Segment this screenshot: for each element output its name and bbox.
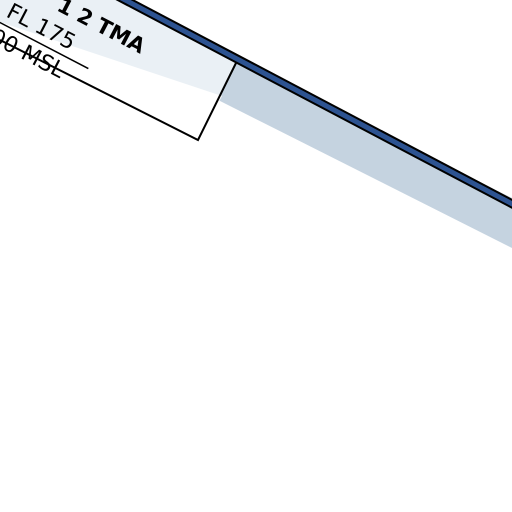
airspace-boundary-line — [119, 0, 512, 207]
airspace-label-box-border — [0, 39, 237, 142]
altitude-separator-line — [0, 12, 89, 70]
